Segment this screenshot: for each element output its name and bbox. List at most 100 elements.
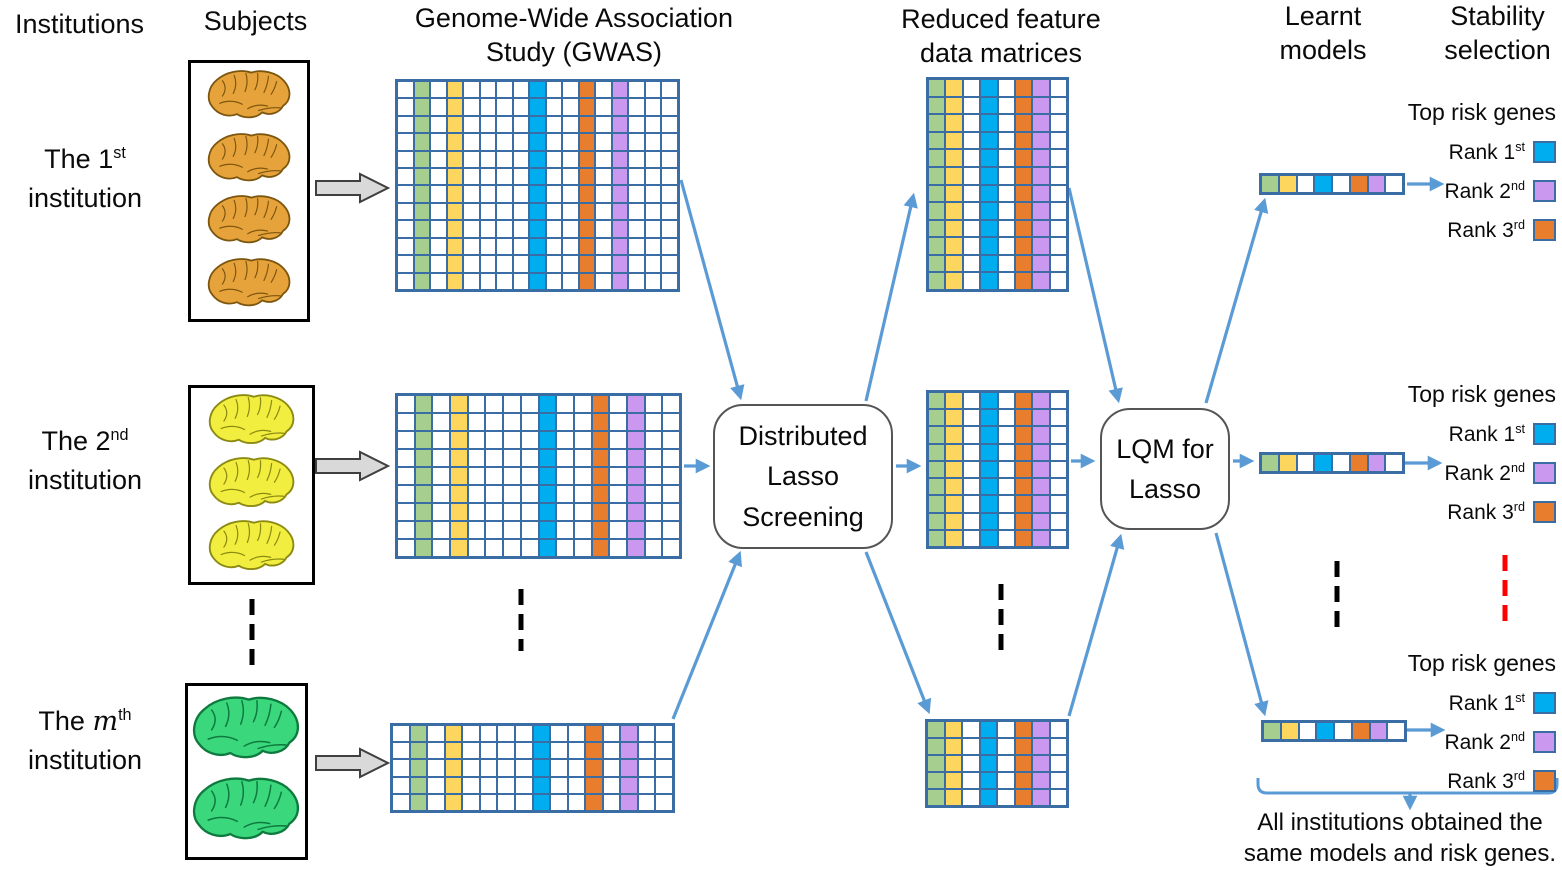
matrix-cell (637, 725, 656, 743)
matrix-cell (591, 449, 610, 467)
matrix-cell (655, 742, 673, 760)
matrix-cell (1032, 478, 1050, 496)
matrix-cell (430, 98, 447, 116)
matrix-cell (980, 202, 998, 220)
matrix-cell (997, 96, 1015, 115)
matrix-cell (997, 738, 1015, 755)
matrix-cell (644, 185, 662, 203)
matrix-cell (979, 789, 997, 806)
matrix-cell (602, 742, 621, 760)
matrix-cell (512, 272, 530, 290)
matrix-cell (550, 793, 568, 811)
matrix-cell (927, 738, 945, 755)
matrix-cell (980, 114, 998, 132)
legend-row: Rank 3rd (1406, 769, 1556, 793)
matrix-cell (595, 115, 612, 134)
matrix-cell (980, 426, 998, 444)
matrix-cell (479, 255, 497, 273)
matrix-cell (591, 485, 610, 503)
rank-1-label: Rank 1st (1448, 421, 1525, 446)
matrix-cell (1032, 738, 1050, 755)
matrix-cell (620, 742, 638, 760)
matrix-cell (980, 237, 998, 255)
matrix-cell (928, 219, 946, 238)
matrix-cell (413, 81, 431, 99)
lqm-box: LQM for Lasso (1100, 408, 1230, 530)
matrix-cell (520, 395, 539, 413)
matrix-cell (945, 219, 963, 238)
matrix-cell (980, 529, 998, 547)
matrix-cell (578, 81, 596, 99)
matrix-cell (545, 150, 563, 169)
matrix-cell (450, 467, 468, 485)
matrix-cell (1032, 772, 1050, 789)
matrix-cell (503, 503, 521, 521)
legend-row: Rank 2nd (1406, 730, 1556, 754)
matrix-cell (397, 237, 414, 256)
matrix-cell (397, 168, 414, 186)
matrix-cell (928, 460, 946, 479)
matrix-cell (414, 413, 433, 431)
matrix-cell (397, 521, 415, 539)
matrix-cell (980, 79, 998, 97)
arrow-lasso-to-reduced3 (864, 551, 932, 715)
matrix-cell (512, 220, 530, 238)
matrix-cell (662, 521, 680, 539)
matrix-cell (928, 166, 946, 185)
matrix-cell (609, 485, 627, 503)
matrix-cell (928, 131, 946, 150)
matrix-cell (1049, 114, 1067, 132)
matrix-cell (397, 395, 415, 413)
matrix-cell (1032, 254, 1050, 273)
matrix-cell (611, 115, 629, 134)
reduced-matrix-3 (925, 719, 1069, 808)
matrix-cell (1049, 184, 1067, 203)
matrix-cell (962, 495, 981, 513)
matrix-cell (485, 467, 504, 485)
matrix-cell (467, 449, 486, 467)
matrix-cell (644, 168, 662, 186)
matrix-cell (414, 431, 433, 449)
matrix-cell (496, 237, 513, 256)
matrix-cell (467, 521, 486, 539)
matrix-cell (591, 521, 610, 539)
matrix-cell (620, 776, 638, 794)
matrix-cell (595, 220, 612, 238)
matrix-cell (980, 409, 998, 427)
matrix-cell (927, 721, 945, 738)
rank-2-swatch (1533, 462, 1556, 485)
matrix-cell (628, 202, 645, 221)
matrix-cell (928, 443, 946, 461)
matrix-cell (1014, 512, 1033, 530)
flow-arrow-icon (315, 747, 391, 779)
matrix-cell (397, 202, 414, 221)
matrix-cell (644, 98, 662, 116)
matrix-cell (945, 254, 963, 273)
matrix-cell (1049, 755, 1067, 772)
matrix-cell (514, 725, 533, 743)
matrix-cell (1049, 149, 1067, 167)
matrix-cell (945, 202, 963, 220)
matrix-cell (609, 521, 627, 539)
matrix-cell (467, 431, 486, 449)
matrix-cell (997, 495, 1015, 513)
matrix-cell (628, 168, 645, 186)
matrix-cell (413, 133, 431, 151)
header-institutions: Institutions (14, 9, 145, 39)
matrix-cell (928, 426, 946, 444)
subjects-box-2 (188, 385, 315, 585)
matrix-cell (944, 789, 962, 806)
matrix-cell (444, 725, 463, 743)
matrix-cell (1049, 721, 1067, 738)
matrix-cell (1032, 79, 1050, 97)
matrix-cell (609, 449, 627, 467)
institution-1-label: The 1st institution (27, 144, 143, 214)
matrix-cell (392, 793, 410, 811)
matrix-cell (1032, 184, 1050, 203)
matrix-cell (578, 98, 596, 116)
rank-1-label: Rank 1st (1448, 690, 1525, 715)
matrix-cell (609, 539, 627, 557)
matrix-cell (644, 431, 663, 449)
matrix-cell (661, 220, 678, 238)
matrix-cell (463, 185, 480, 203)
